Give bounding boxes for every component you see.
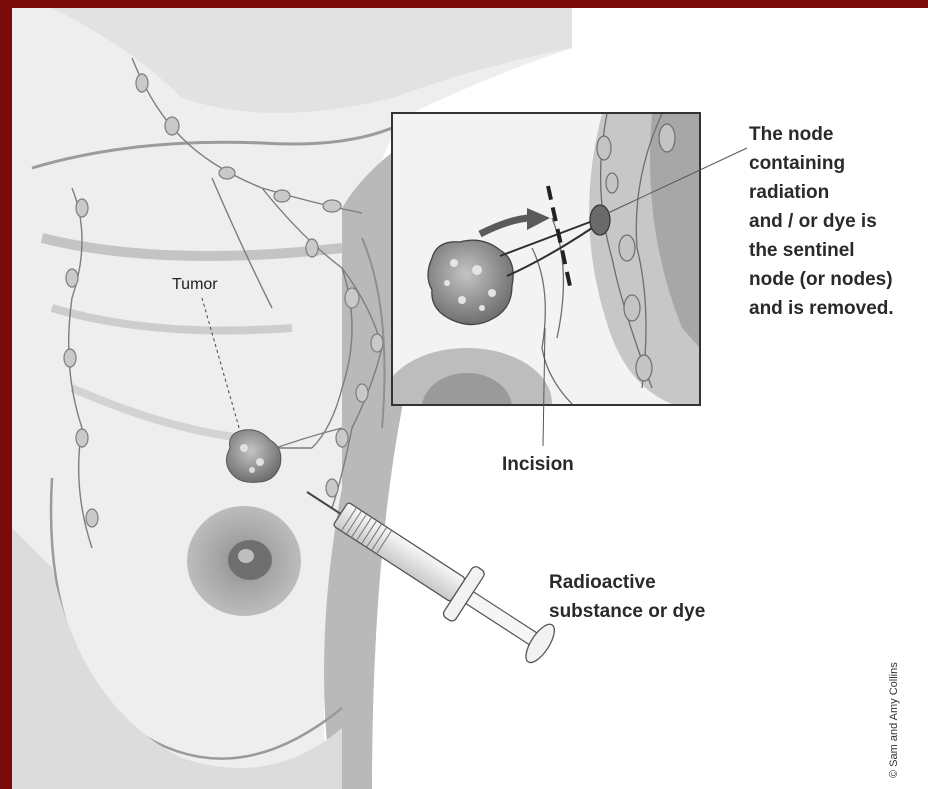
sentinel-node — [590, 205, 610, 235]
tumor-label: Tumor — [172, 276, 218, 294]
illustration-frame: Tumor The node containing radiation and … — [12, 8, 928, 789]
copyright-credit: © Sam and Amy Collins — [888, 662, 900, 778]
caption-line: containing — [749, 149, 928, 178]
caption-line: and / or dye is — [749, 207, 928, 236]
caption-line: radiation — [749, 178, 928, 207]
sentinel-node-caption: The node containing radiation and / or d… — [749, 120, 928, 323]
caption-line: substance or dye — [549, 597, 705, 626]
caption-line: node (or nodes) — [749, 265, 928, 294]
caption-line: Radioactive — [549, 568, 705, 597]
incision-label: Incision — [502, 454, 574, 476]
caption-line: and is removed. — [749, 294, 928, 323]
syringe-caption: Radioactive substance or dye — [549, 568, 705, 626]
nipple-highlight — [238, 549, 254, 563]
inset-tumor — [428, 240, 513, 324]
caption-line: The node — [749, 120, 928, 149]
inset-panel — [382, 113, 700, 458]
caption-line: the sentinel — [749, 236, 928, 265]
